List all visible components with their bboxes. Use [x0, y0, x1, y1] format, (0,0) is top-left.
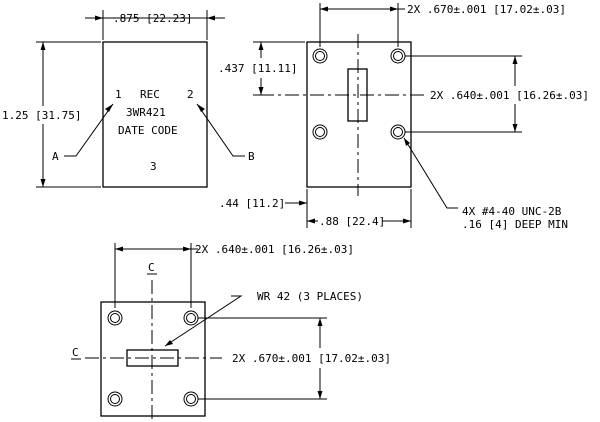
port-2-label: 2	[187, 88, 194, 101]
date-code-label: DATE CODE	[118, 124, 178, 137]
bottom-view: 2X .640±.001 [16.26±.03] C C WR 42 (3 PL…	[71, 243, 391, 422]
callout-b-leader	[196, 103, 245, 157]
waveguide-slot	[347, 68, 368, 122]
side-offset-dim-text: .437 [11.11]	[218, 62, 297, 75]
callout-a-leader	[64, 103, 114, 157]
side-view-outline	[306, 41, 412, 188]
centerline-h-symbol: C	[72, 346, 79, 359]
centerline-v-symbol: C	[148, 261, 155, 274]
callout-b-text: B	[248, 150, 255, 163]
side-right-dim-text: 2X .640±.001 [16.26±.03]	[430, 89, 589, 102]
threaded-hole-br	[390, 124, 406, 140]
part-number-label: 3WR421	[126, 106, 166, 119]
side-top-dim-text: 2X .670±.001 [17.02±.03]	[407, 3, 566, 16]
front-width-dim-text: .875 [22.23]	[113, 12, 192, 25]
threaded-hole-b-br	[183, 391, 199, 407]
front-view: .875 [22.23] 1.25 [31.75] 1 REC 2 3WR421…	[2, 10, 255, 188]
side-bottom-width-text: .88 [22.4]	[319, 215, 385, 228]
threaded-hole-b-tl	[107, 310, 123, 326]
side-bottom-offset-text: .44 [11.2]	[219, 197, 285, 210]
depth-note-text: .16 [4] DEEP MIN	[462, 218, 568, 231]
threaded-hole-b-bl	[107, 391, 123, 407]
thread-callout-leader	[403, 137, 458, 209]
thread-note-text: 4X #4-40 UNC-2B	[462, 205, 562, 218]
port-1-label: 1	[115, 88, 122, 101]
rec-label: REC	[140, 88, 160, 101]
front-height-dim-text: 1.25 [31.75]	[2, 109, 81, 122]
bottom-view-outline	[100, 301, 206, 417]
port-3-label: 3	[150, 160, 157, 173]
bottom-right-dim-text: 2X .670±.001 [17.02±.03]	[232, 352, 391, 365]
bottom-top-dim-text: 2X .640±.001 [16.26±.03]	[195, 243, 354, 256]
waveguide-slot-bottom	[126, 349, 179, 367]
front-view-outline	[102, 41, 208, 188]
side-view: 2X .670±.001 [17.02±.03] .437 [11.11] 2X…	[218, 3, 589, 231]
threaded-hole-tr	[390, 48, 406, 64]
waveguide-note-text: WR 42 (3 PLACES)	[257, 290, 363, 303]
waveguide-note-leader	[164, 295, 243, 347]
threaded-hole-tl	[312, 48, 328, 64]
threaded-hole-bl	[312, 124, 328, 140]
callout-a-text: A	[52, 150, 59, 163]
threaded-hole-b-tr	[183, 310, 199, 326]
